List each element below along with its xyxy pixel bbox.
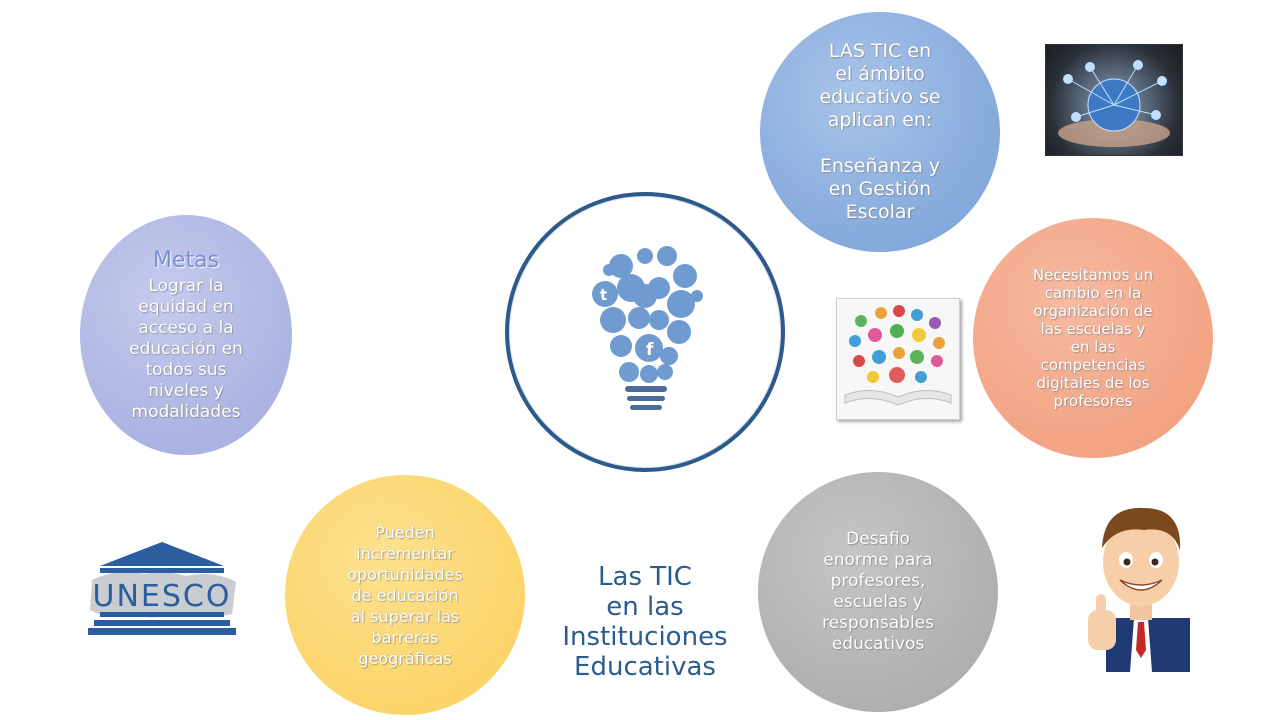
thumbs-up-man-icon: [1088, 507, 1190, 672]
necesitamos-text: Necesitamos un cambio en la organización…: [1032, 266, 1154, 410]
book-apps-icon: [844, 305, 952, 406]
pueden-text: Pueden incrementar oportunidades de educ…: [347, 522, 463, 668]
metas-text: Lograr la equidad en acceso a la educaci…: [129, 275, 243, 422]
ambito-text: LAS TIC en el ámbito educativo se aplica…: [819, 40, 941, 223]
unesco-logo-icon: UNESCO: [88, 542, 236, 635]
circle-pueden-incrementar: Pueden incrementar oportunidades de educ…: [285, 475, 525, 715]
circle-necesitamos-cambio: Necesitamos un cambio en la organización…: [973, 218, 1213, 458]
center-ring: t f: [505, 192, 785, 472]
circle-metas: Metas Lograr la equidad en acceso a la e…: [80, 215, 292, 455]
circle-ambito-educativo: LAS TIC en el ámbito educativo se aplica…: [760, 12, 1000, 252]
hands-globe-icon: [1058, 60, 1170, 147]
unesco-logo: UNESCO: [86, 540, 238, 642]
thumbs-up-man-image: [1086, 500, 1192, 672]
book-apps-image: [836, 298, 960, 420]
desafio-text: Desafio enorme para profesores, escuelas…: [821, 529, 934, 654]
page-title: Las TIC en las Instituciones Educativas: [562, 562, 728, 682]
metas-heading: Metas: [152, 247, 220, 273]
svg-text:f: f: [646, 340, 654, 360]
svg-text:t: t: [600, 286, 607, 304]
unesco-logo-text: UNESCO: [93, 579, 232, 614]
hands-globe-image: [1045, 44, 1183, 156]
circle-desafio: Desafio enorme para profesores, escuelas…: [758, 472, 998, 712]
lightbulb-icon: t f: [592, 246, 703, 410]
